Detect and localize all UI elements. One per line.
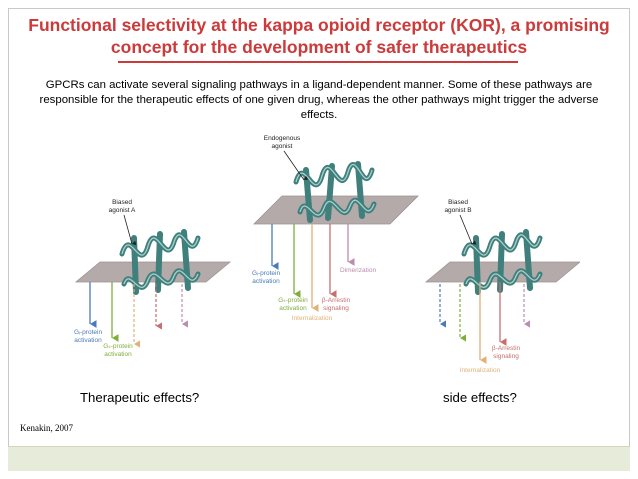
left-receptor: Biased agonist A Gᵢ-protein activation G… xyxy=(74,199,232,358)
svg-text:agonist B: agonist B xyxy=(444,207,471,214)
right-receptor-helix-highlights xyxy=(463,234,541,288)
svg-text:Gᵢ-protein: Gᵢ-protein xyxy=(74,329,103,336)
svg-text:activation: activation xyxy=(279,305,307,312)
left-agonist-arrow xyxy=(123,214,137,246)
therapeutic-effects-caption: Therapeutic effects? xyxy=(80,390,200,405)
left-agonist-label: Biased agonist A xyxy=(109,199,136,214)
left-receptor-helix-highlights xyxy=(121,234,199,288)
center-gi-label: Gᵢ-protein activation xyxy=(252,270,281,285)
right-intern-label: Internalization xyxy=(460,367,501,374)
intro-paragraph: GPCRs can activate several signaling pat… xyxy=(39,79,599,121)
svg-text:Gₛ-protein: Gₛ-protein xyxy=(278,297,308,304)
center-dimer-label: Dimerization xyxy=(340,267,377,274)
center-receptor-helix-highlights xyxy=(295,163,375,216)
right-agonist-arrow xyxy=(459,214,477,245)
center-membrane xyxy=(253,195,419,225)
svg-text:β-Arrestin: β-Arrestin xyxy=(322,297,351,304)
left-gi-label: Gᵢ-protein activation xyxy=(74,329,103,344)
svg-text:Gₛ-protein: Gₛ-protein xyxy=(103,343,133,350)
right-barr-label: β-Arrestin signaling xyxy=(492,345,521,360)
svg-text:signaling: signaling xyxy=(493,353,519,360)
svg-text:Endogenous: Endogenous xyxy=(264,135,301,142)
svg-text:Biased: Biased xyxy=(112,199,132,206)
svg-text:signaling: signaling xyxy=(323,305,349,312)
slide-title: Functional selectivity at the kappa opio… xyxy=(28,15,610,57)
svg-text:β-Arrestin: β-Arrestin xyxy=(492,345,521,352)
svg-text:agonist A: agonist A xyxy=(109,207,136,214)
right-receptor: Biased agonist B β-Arrestin signaling In… xyxy=(424,199,580,374)
footer-band xyxy=(8,446,630,471)
side-effects-caption: side effects? xyxy=(443,390,517,405)
left-gs-label: Gₛ-protein activation xyxy=(103,343,133,358)
center-gs-label: Gₛ-protein activation xyxy=(278,297,308,312)
center-barr-label: β-Arrestin signaling xyxy=(322,297,351,312)
signaling-diagram: Endogenous agonist Gᵢ-protein activation… xyxy=(74,135,580,374)
citation: Kenakin, 2007 xyxy=(20,423,73,433)
svg-text:activation: activation xyxy=(74,337,102,344)
svg-text:activation: activation xyxy=(252,278,280,285)
right-agonist-label: Biased agonist B xyxy=(444,199,471,214)
center-agonist-arrow xyxy=(283,150,309,181)
center-receptor: Endogenous agonist Gᵢ-protein activation… xyxy=(252,135,419,322)
svg-text:Biased: Biased xyxy=(448,199,468,206)
center-agonist-label: Endogenous agonist xyxy=(264,135,301,150)
title-underline xyxy=(118,61,518,63)
center-intern-label: Internalization xyxy=(292,315,333,322)
svg-text:agonist: agonist xyxy=(272,143,293,150)
svg-text:activation: activation xyxy=(104,351,132,358)
svg-text:Gᵢ-protein: Gᵢ-protein xyxy=(252,270,281,277)
